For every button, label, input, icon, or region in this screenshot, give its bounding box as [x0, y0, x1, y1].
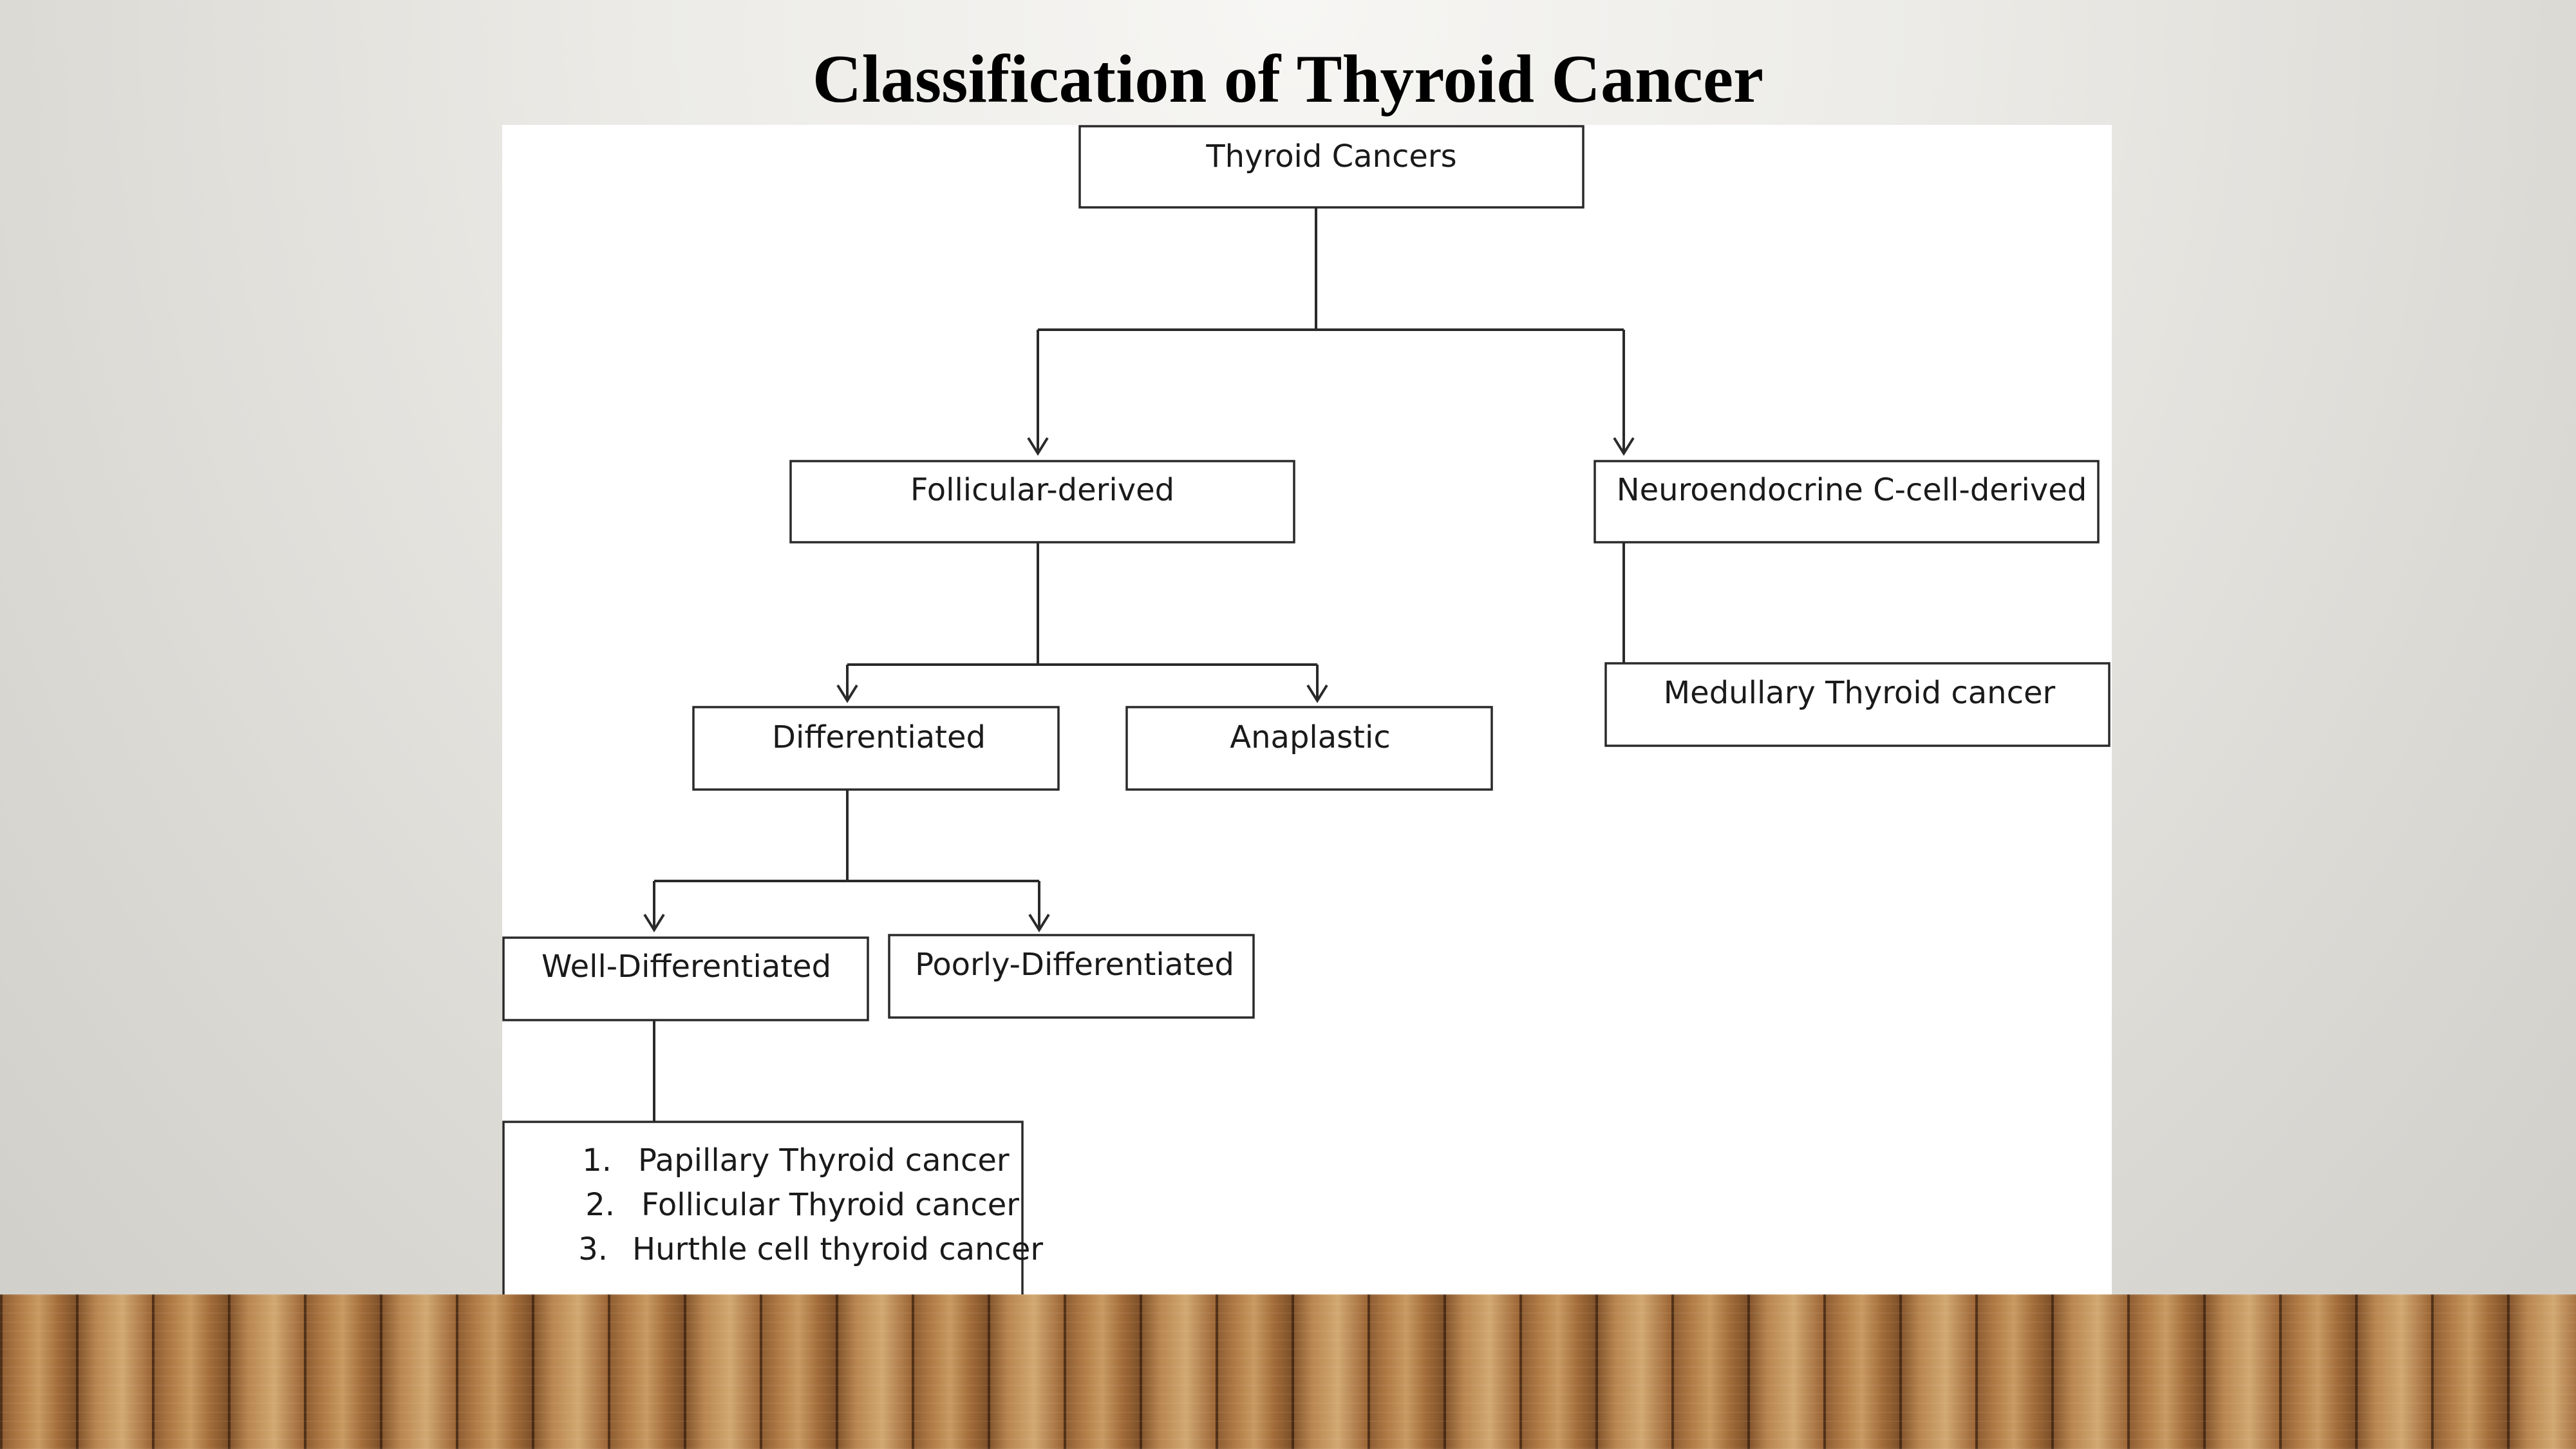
list-number: 1. — [582, 1142, 612, 1179]
arrowhead-poorly-differentiated — [1028, 913, 1050, 933]
node-box — [502, 936, 869, 1021]
node-label: Well-Differentiated — [541, 949, 831, 985]
connectors — [643, 207, 1635, 1122]
arrowhead-neuroendocrine — [1613, 437, 1635, 456]
classification-diagram: Thyroid Cancers Follicular-derived Neuro… — [502, 125, 2111, 1297]
node-label: Anaplastic — [1230, 719, 1390, 755]
node-label: Differentiated — [772, 719, 986, 755]
node-differentiated: Differentiated — [692, 706, 1060, 791]
node-well-differentiated-types: 1. Papillary Thyroid cancer 2. Follicula… — [502, 1121, 1043, 1297]
node-label: Poorly-Differentiated — [915, 947, 1234, 983]
arrowhead-follicular — [1027, 437, 1049, 456]
node-box — [1125, 706, 1493, 791]
list-number: 3. — [578, 1231, 608, 1267]
arrowhead-well-differentiated — [643, 913, 665, 933]
diagram-panel: Thyroid Cancers Follicular-derived Neuro… — [502, 125, 2112, 1297]
node-neuroendocrine-c-cell-derived: Neuroendocrine C-cell-derived — [1594, 460, 2100, 544]
node-box — [789, 460, 1295, 544]
node-well-differentiated: Well-Differentiated — [502, 936, 869, 1021]
node-box — [502, 1121, 1024, 1297]
list-item-label: Hurthle cell thyroid cancer — [632, 1231, 1043, 1267]
node-thyroid-cancers: Thyroid Cancers — [1078, 125, 1584, 209]
node-box — [692, 706, 1060, 791]
node-box — [1604, 662, 2111, 747]
slide-title: Classification of Thyroid Cancer — [812, 41, 1764, 117]
arrowhead-anaplastic — [1306, 684, 1328, 703]
node-label: Neuroendocrine C-cell-derived — [1617, 472, 2087, 508]
list-number: 2. — [585, 1187, 615, 1223]
node-label: Thyroid Cancers — [1205, 138, 1456, 175]
node-box — [1078, 125, 1584, 209]
node-box — [1594, 460, 2100, 544]
wood-floor — [0, 1294, 2576, 1449]
arrowhead-differentiated — [836, 684, 858, 703]
list-item-label: Papillary Thyroid cancer — [638, 1142, 1010, 1179]
node-follicular-derived: Follicular-derived — [789, 460, 1295, 544]
node-medullary-thyroid-cancer: Medullary Thyroid cancer — [1604, 662, 2111, 747]
node-label: Follicular-derived — [910, 472, 1174, 508]
node-anaplastic: Anaplastic — [1125, 706, 1493, 791]
list-item-label: Follicular Thyroid cancer — [641, 1187, 1019, 1223]
node-poorly-differentiated: Poorly-Differentiated — [888, 934, 1255, 1019]
node-label: Medullary Thyroid cancer — [1664, 675, 2056, 711]
node-box — [888, 934, 1255, 1019]
